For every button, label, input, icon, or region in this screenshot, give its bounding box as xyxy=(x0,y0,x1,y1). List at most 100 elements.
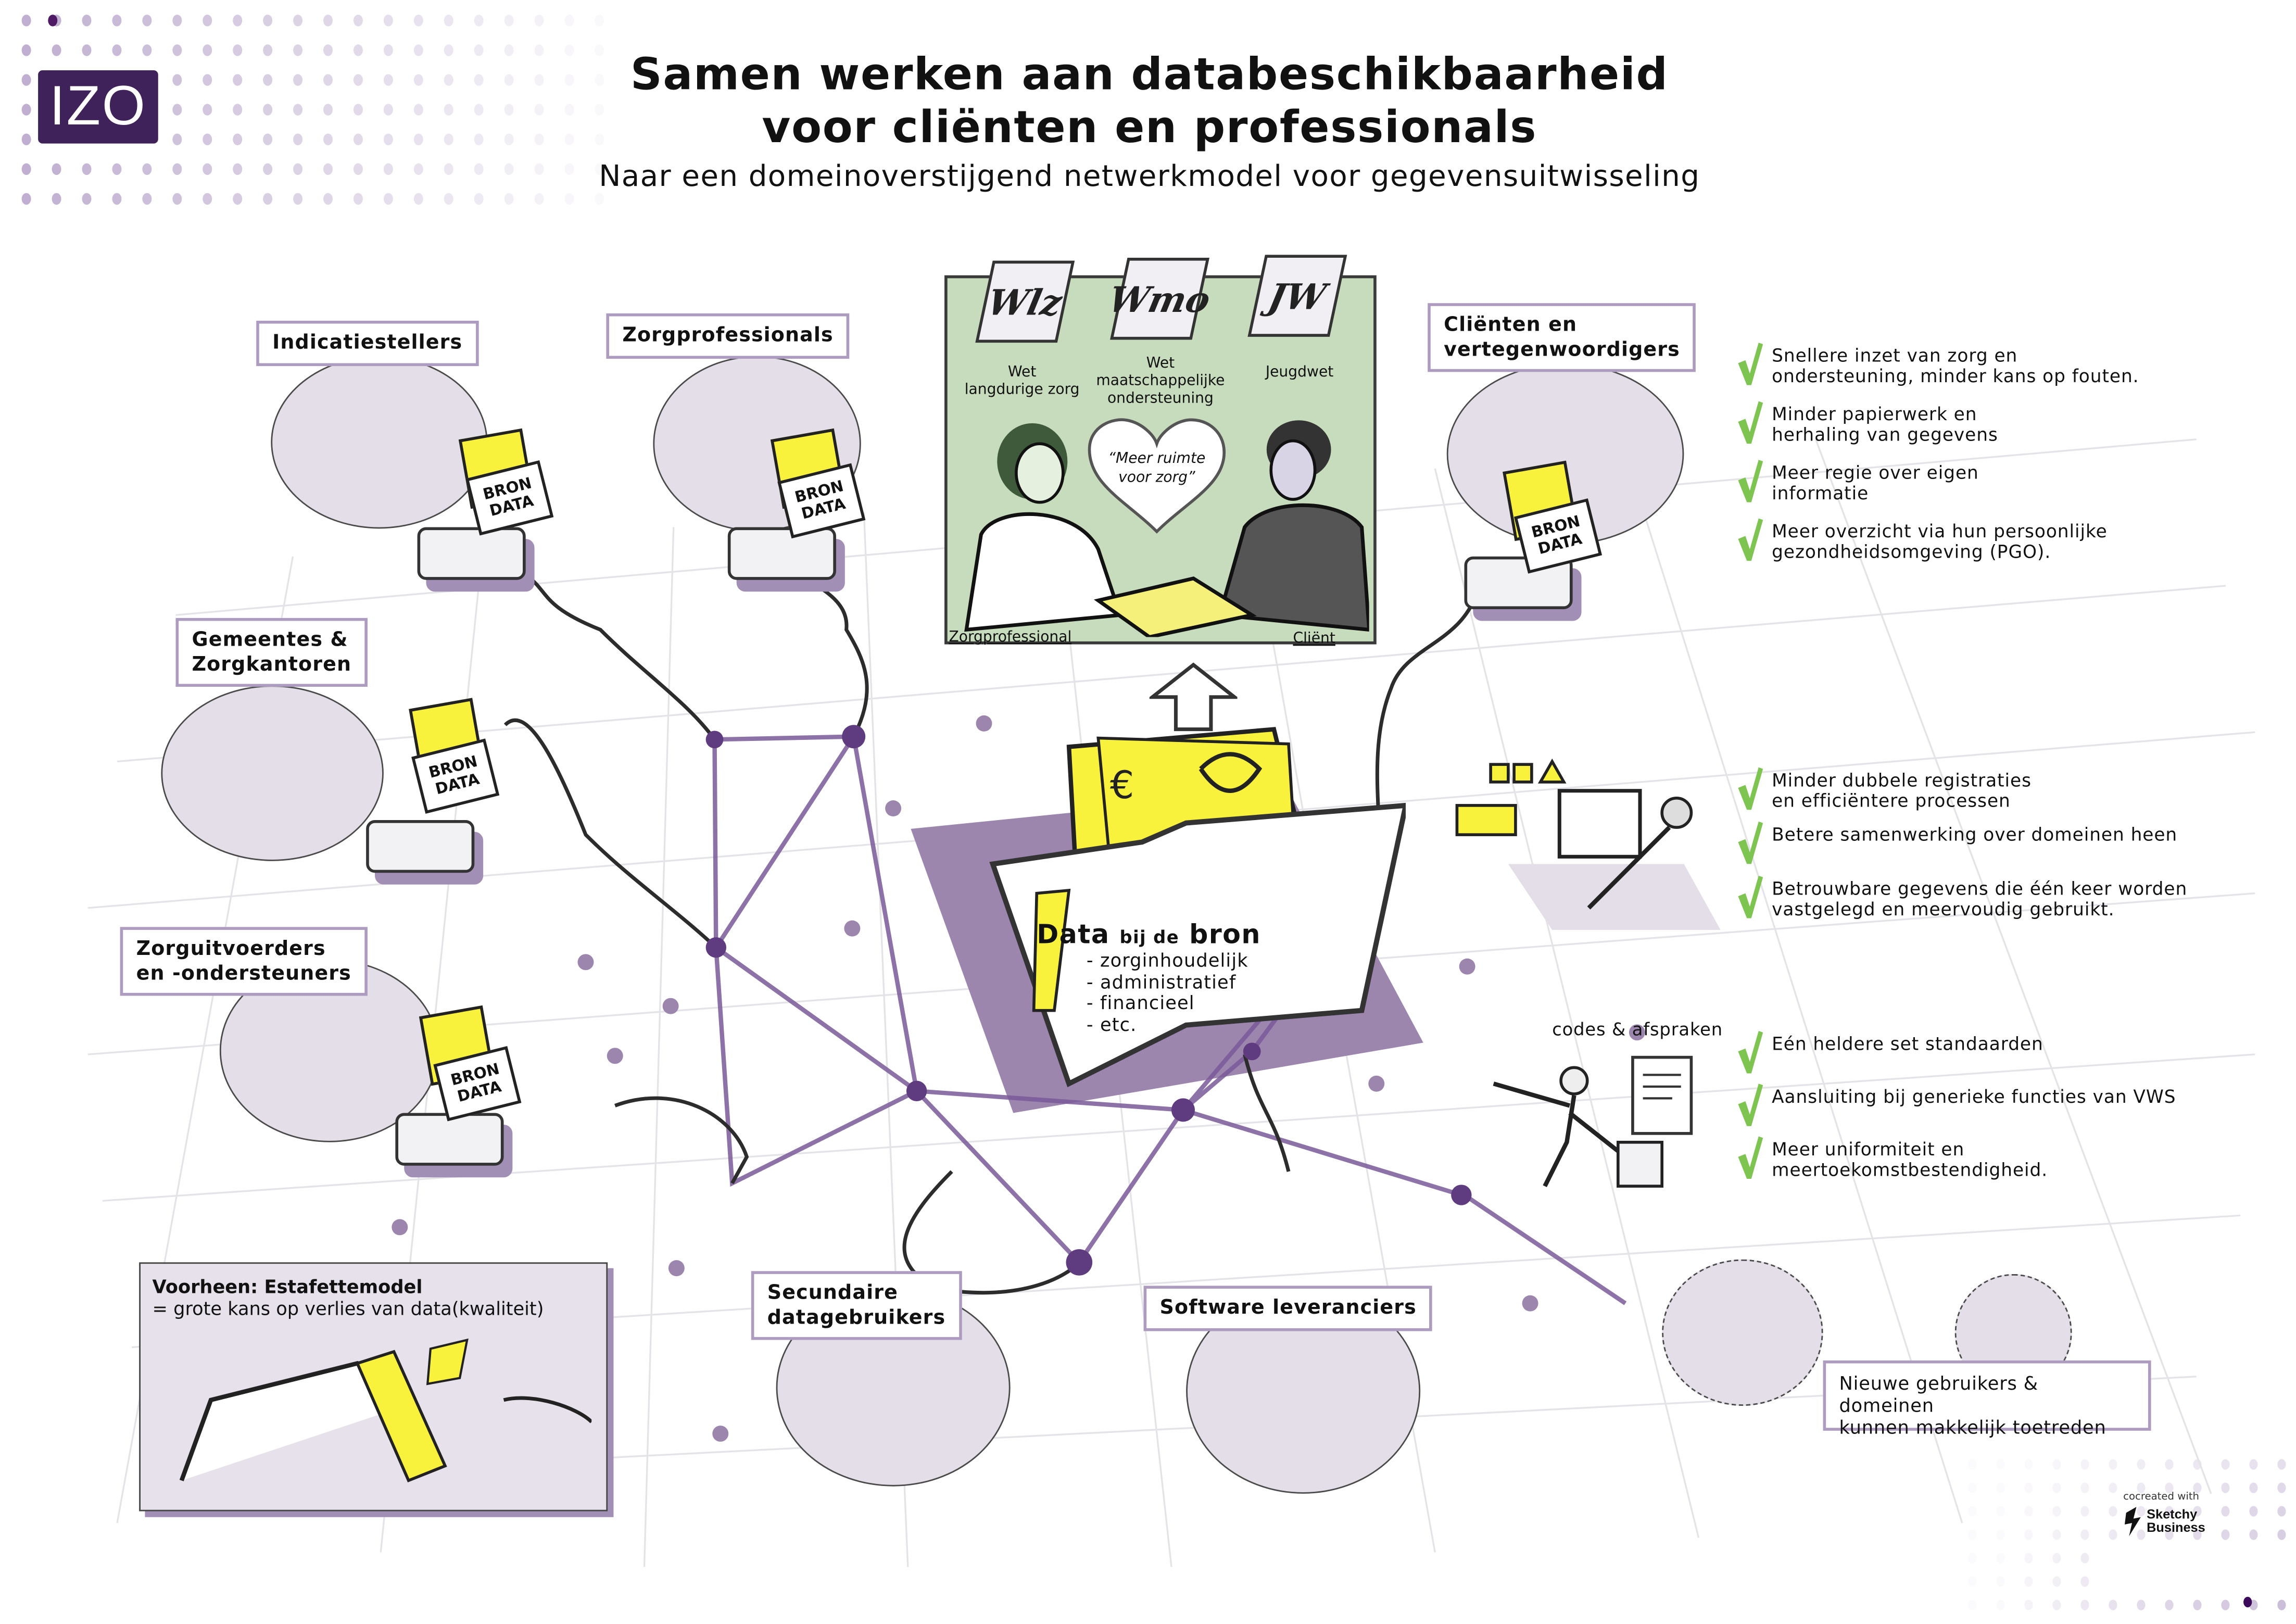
decorative-dot xyxy=(474,15,484,27)
decorative-dot xyxy=(474,104,484,116)
decorative-dot xyxy=(233,74,243,86)
checkmark-icon xyxy=(1738,1136,1763,1179)
decorative-dot xyxy=(203,44,212,56)
data-source-device xyxy=(395,1113,504,1166)
decorative-dot xyxy=(263,193,273,205)
decorative-dot xyxy=(353,15,363,27)
decorative-dot xyxy=(2137,1506,2146,1517)
decorative-dot xyxy=(2052,1506,2061,1517)
benefit-line: vastgelegd en meervoudig gebruikt. xyxy=(1772,899,2115,920)
decorative-dot xyxy=(1996,1506,2004,1516)
decorative-dot xyxy=(172,44,182,56)
office-worker-illustration xyxy=(1455,758,1721,930)
decorative-dot xyxy=(444,133,453,145)
data-source-device xyxy=(366,820,475,873)
arrow-up-icon xyxy=(1149,662,1238,732)
decorative-dot xyxy=(595,44,604,56)
decorative-dot xyxy=(2243,1596,2252,1607)
decorative-dot xyxy=(413,104,423,116)
decorative-dot xyxy=(2024,1506,2033,1517)
network-node xyxy=(1451,1185,1472,1205)
benefit-item: Aansluiting bij generieke functies van V… xyxy=(1737,1084,2176,1126)
label-line: vertegenwoordigers xyxy=(1444,337,1680,361)
decorative-dot xyxy=(353,44,363,56)
network-node-minor xyxy=(1368,1075,1385,1092)
decorative-dot xyxy=(1996,1529,2004,1540)
decorative-dot xyxy=(564,74,574,86)
network-node-minor xyxy=(976,715,992,732)
checkmark-icon xyxy=(1738,821,1763,864)
network-node-minor xyxy=(885,800,902,816)
decorative-dot xyxy=(1968,1576,1976,1587)
stakeholder-software: Software leveranciers xyxy=(1143,1286,1433,1331)
sketchy-business-wordmark: Sketchy Business xyxy=(2147,1507,2205,1535)
law-label-line: Wet xyxy=(1007,364,1037,381)
sketchy-business-logo-icon xyxy=(2124,1507,2141,1537)
law-book-wlz: Wlz xyxy=(975,260,1075,343)
benefit-line: gezondheidsomgeving (PGO). xyxy=(1772,542,2051,563)
benefit-line: Meer regie over eigen xyxy=(1772,462,1979,484)
decorative-dot xyxy=(413,44,423,56)
decorative-dot xyxy=(1968,1553,1976,1563)
decorative-dot xyxy=(564,44,574,56)
checkmark-icon xyxy=(1738,1084,1763,1126)
title-word: bron xyxy=(1189,920,1261,951)
professional-and-client-illustration xyxy=(964,420,1369,637)
decorative-dot xyxy=(2277,1506,2286,1517)
decorative-dot xyxy=(82,44,92,56)
decorative-dot xyxy=(413,15,423,27)
decorative-dot xyxy=(323,74,333,86)
indicatiestellers-illustration xyxy=(271,356,488,529)
decorative-dot xyxy=(2080,1576,2089,1587)
network-node xyxy=(705,731,724,749)
decorative-dot xyxy=(2277,1529,2286,1540)
benefit-text: Betere samenwerking over domeinen heen xyxy=(1772,824,2177,845)
law-book-wmo: Wmo xyxy=(1105,258,1214,340)
stakeholder-gemeentes: Gemeentes &Zorgkantoren xyxy=(175,618,368,687)
network-node xyxy=(906,1080,927,1101)
quote-line: voor zorg” xyxy=(1118,470,1195,486)
decorative-dot xyxy=(21,44,31,56)
decorative-dot xyxy=(21,74,31,86)
law-label-line: maatschappelijke xyxy=(1096,373,1225,390)
checkmark-icon xyxy=(1738,343,1763,385)
label-line: Zorguitvoerders xyxy=(136,937,326,961)
decorative-dot xyxy=(233,193,243,205)
decorative-dot xyxy=(504,133,514,145)
decorative-dot xyxy=(2221,1529,2230,1540)
decorative-dot xyxy=(1996,1459,2004,1469)
law-label-jw: Jeugdwet xyxy=(1238,364,1362,382)
decorative-dot xyxy=(2165,1482,2174,1493)
benefit-line: meertoekomstbestendigheid. xyxy=(1772,1160,2048,1181)
decorative-dot xyxy=(2024,1553,2033,1564)
decorative-dot xyxy=(413,163,423,175)
network-node xyxy=(705,937,726,958)
decorative-dot xyxy=(2277,1600,2286,1610)
decorative-dot xyxy=(2024,1600,2033,1610)
decorative-dot xyxy=(21,104,31,116)
decorative-dot xyxy=(233,44,243,56)
decorative-dot xyxy=(323,133,333,145)
label-line: Secundaire xyxy=(767,1281,898,1305)
label-line: datagebruikers xyxy=(767,1305,946,1329)
benefit-line: herhaling van gegevens xyxy=(1772,425,1998,446)
benefit-text: Aansluiting bij generieke functies van V… xyxy=(1772,1087,2176,1107)
new-users-box: Nieuwe gebruikers & domeinen kunnen makk… xyxy=(1823,1360,2151,1438)
decorative-dot xyxy=(112,15,122,27)
decorative-dot xyxy=(2277,1459,2286,1470)
decorative-dot xyxy=(2193,1529,2202,1540)
benefit-item: Betrouwbare gegevens die één keer worden… xyxy=(1737,875,2188,921)
decorative-dot xyxy=(323,44,333,56)
decorative-dot xyxy=(534,44,544,56)
decorative-dot xyxy=(293,15,303,27)
checkmark-icon xyxy=(1738,767,1763,810)
network-node-minor xyxy=(844,920,861,937)
heart-icon xyxy=(1088,418,1226,534)
